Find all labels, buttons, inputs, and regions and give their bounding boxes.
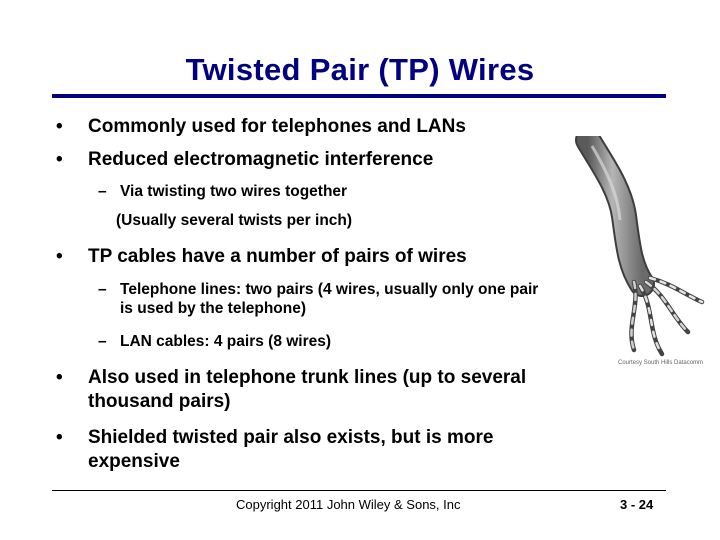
sub-bullet-dash: –	[98, 281, 107, 298]
bullet-text: Reduced electromagnetic interference	[88, 149, 434, 170]
bullet-2: • Reduced electromagnetic interference	[56, 148, 434, 172]
sub-bullet-text: (Usually several twists per inch)	[116, 212, 353, 229]
sub-bullet-text-line2: is used by the telephone)	[120, 300, 307, 317]
bullet-dot: •	[56, 427, 63, 448]
page-number: 3 - 24	[620, 497, 654, 512]
footer-rule	[52, 490, 666, 491]
footer-copyright: Copyright 2011 John Wiley & Sons, Inc	[236, 497, 461, 512]
slide-title: Twisted Pair (TP) Wires	[185, 52, 535, 87]
bullet-5: • Shielded twisted pair also exists, but…	[56, 426, 494, 474]
bullet-dot: •	[56, 367, 63, 388]
bullet-text: Commonly used for telephones and LANs	[88, 116, 466, 137]
bullet-dot: •	[56, 149, 63, 170]
bullet-text-line2: expensive	[88, 451, 180, 472]
bullet-1: • Commonly used for telephones and LANs	[56, 115, 466, 139]
sub-bullet-text: LAN cables: 4 pairs (8 wires)	[120, 333, 332, 350]
twisted-pair-cable-photo	[575, 136, 705, 357]
sub-bullet-dash: –	[98, 183, 107, 200]
sub-bullet-dash: –	[98, 333, 107, 350]
bullet-dot: •	[56, 116, 63, 137]
sub-bullet-text: Via twisting two wires together	[120, 183, 348, 200]
bullet-text-line1: Also used in telephone trunk lines (up t…	[88, 367, 527, 388]
sub-bullet-3: – LAN cables: 4 pairs (8 wires)	[98, 332, 332, 351]
title-underline	[52, 94, 666, 98]
bullet-3: • TP cables have a number of pairs of wi…	[56, 245, 467, 269]
sub-bullet-2: – Telephone lines: two pairs (4 wires, u…	[98, 280, 539, 318]
bullet-text-line1: Shielded twisted pair also exists, but i…	[88, 427, 494, 448]
bullet-dot: •	[56, 246, 63, 267]
bullet-text: TP cables have a number of pairs of wire…	[88, 246, 467, 267]
sub-bullet-1: – Via twisting two wires together	[98, 182, 348, 201]
sub-bullet-note: (Usually several twists per inch)	[116, 211, 352, 230]
photo-credit: Courtesy South Hills Datacomm	[618, 360, 704, 366]
bullet-text-line2: thousand pairs)	[88, 391, 231, 412]
sub-bullet-text-line1: Telephone lines: two pairs (4 wires, usu…	[120, 281, 539, 298]
bullet-4: • Also used in telephone trunk lines (up…	[56, 366, 527, 414]
